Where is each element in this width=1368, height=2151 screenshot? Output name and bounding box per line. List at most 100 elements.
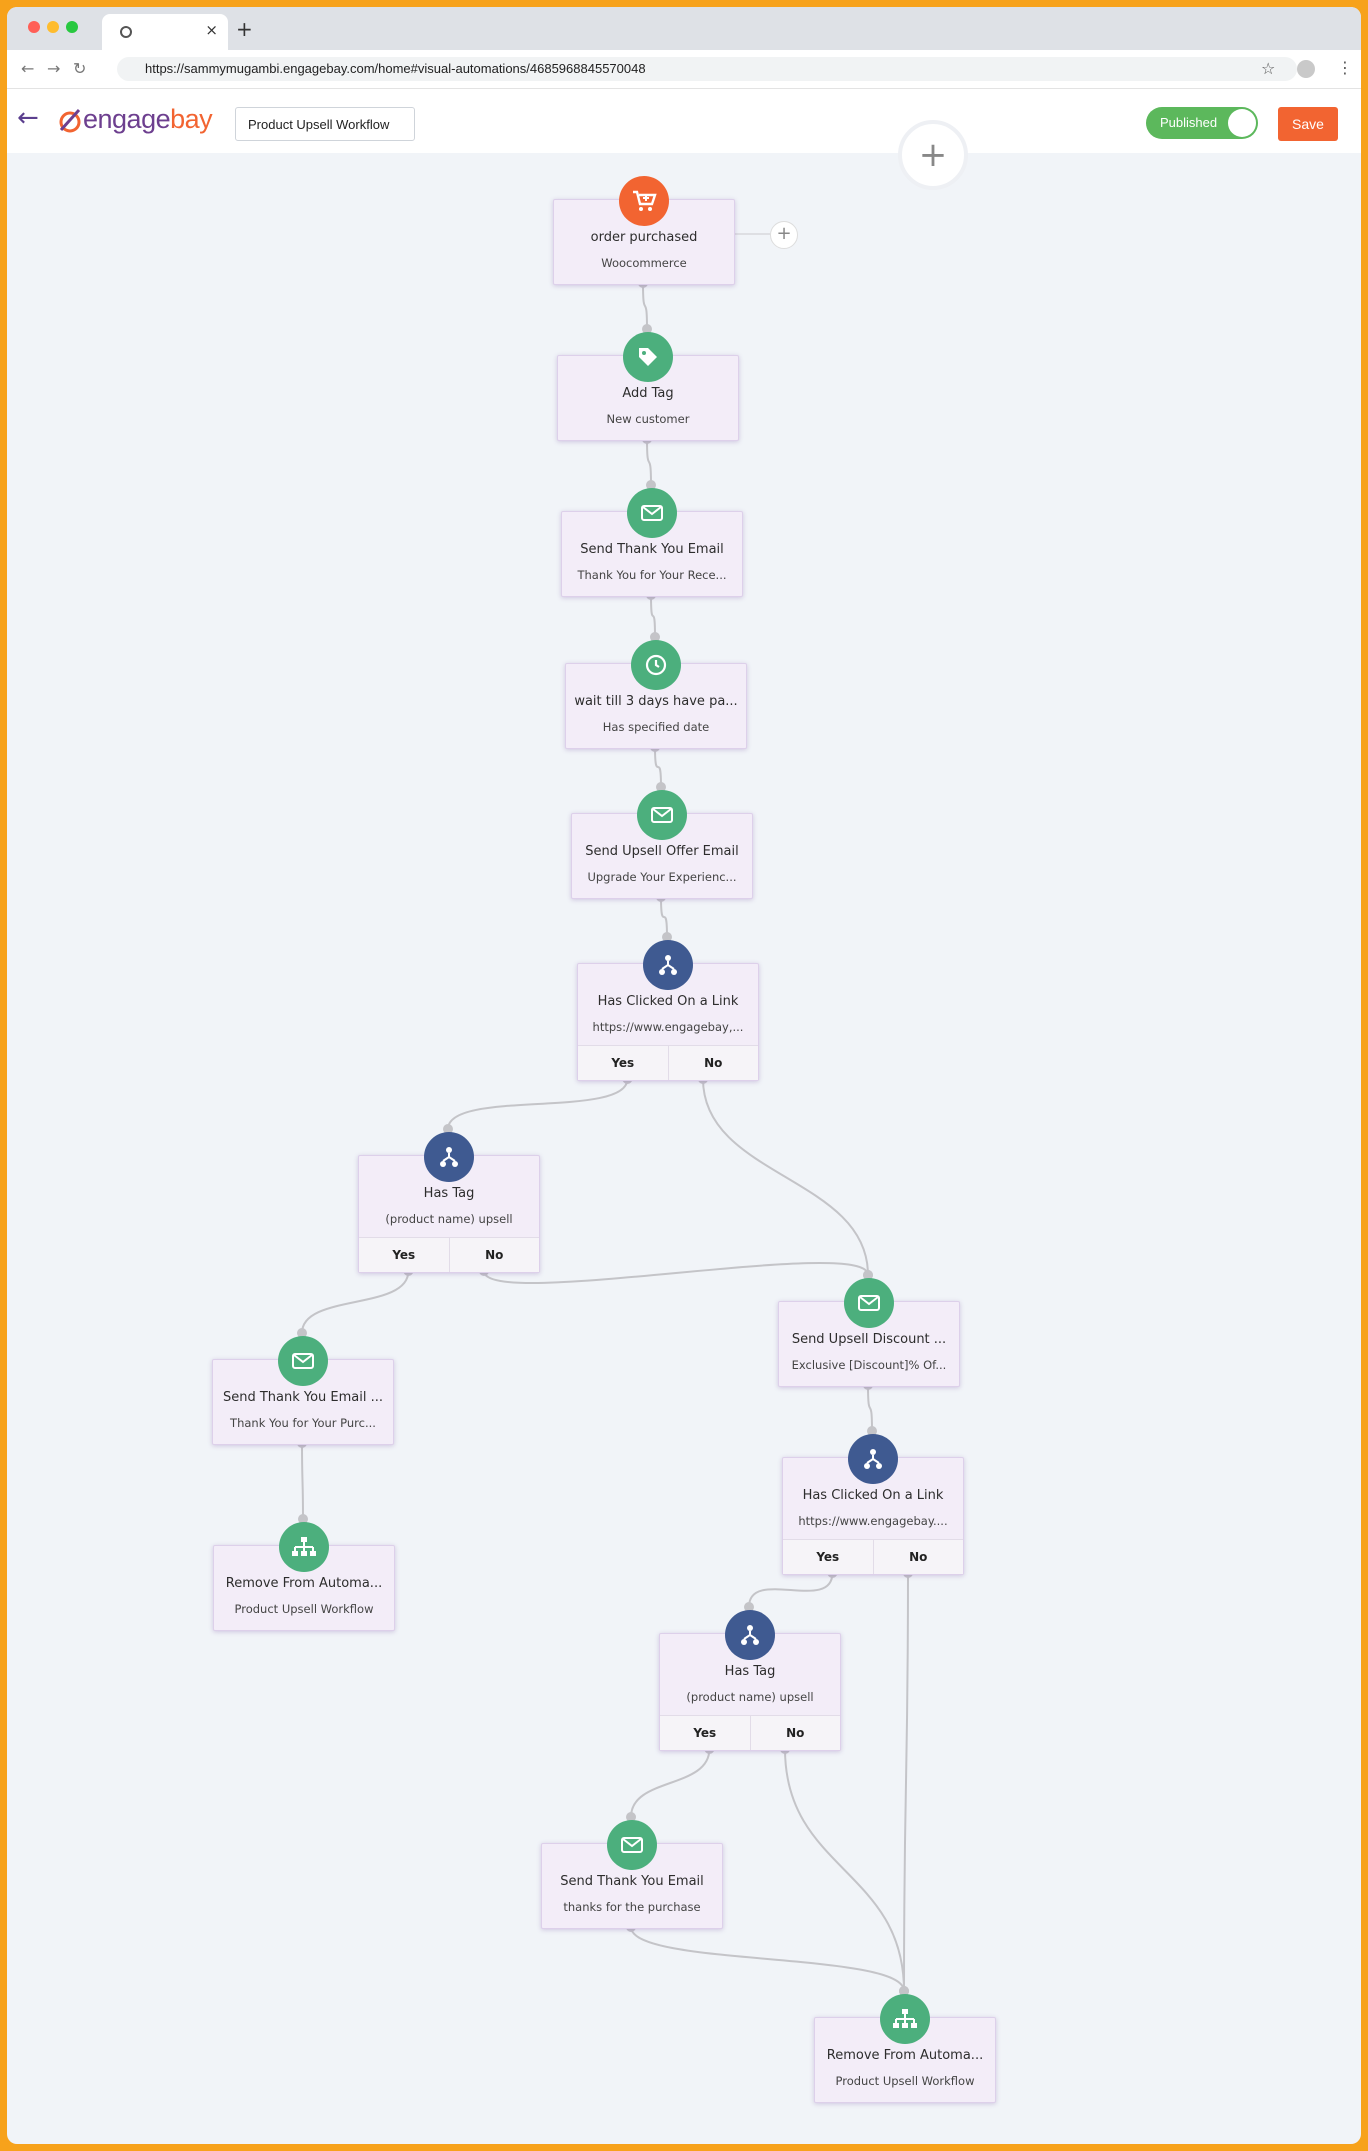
url-field[interactable]: https://sammymugambi.engagebay.com/home#… xyxy=(117,57,1297,81)
connector-line xyxy=(630,1926,905,1992)
node-title: Add Tag xyxy=(622,386,674,401)
mail-icon xyxy=(607,1820,657,1870)
close-window-dot[interactable] xyxy=(28,21,40,33)
logo-wordmark: engagebay xyxy=(83,104,213,134)
node-subtitle: Thank You for Your Rece... xyxy=(577,568,727,582)
node-title: order purchased xyxy=(590,230,698,245)
profile-avatar[interactable] xyxy=(1297,60,1315,78)
node-subtitle: https://www.engagebay,... xyxy=(592,1020,744,1034)
reload-icon[interactable]: ↻ xyxy=(73,59,87,78)
node-title: Send Upsell Discount ... xyxy=(791,1332,947,1347)
yes-branch[interactable]: Yes xyxy=(578,1046,669,1080)
branch-outputs: Yes No xyxy=(359,1237,539,1272)
back-nav-icon[interactable]: ← xyxy=(21,59,35,78)
connector-line xyxy=(650,594,656,638)
connector-line xyxy=(630,1748,711,1818)
yes-branch[interactable]: Yes xyxy=(660,1716,751,1750)
branch-icon xyxy=(848,1434,898,1484)
workflow-node-n11[interactable]: Has Clicked On a Link https://www.engageb… xyxy=(782,1434,964,1575)
clock-icon xyxy=(631,640,681,690)
node-title: Send Upsell Offer Email xyxy=(585,844,739,859)
new-tab-button[interactable]: + xyxy=(236,17,253,41)
node-subtitle: Product Upsell Workflow xyxy=(234,1602,374,1616)
no-branch[interactable]: No xyxy=(485,1248,504,1262)
maximize-window-dot[interactable] xyxy=(66,21,78,33)
browser-menu-icon[interactable]: ⋮ xyxy=(1337,58,1353,77)
branch-outputs: Yes No xyxy=(578,1045,758,1080)
node-subtitle: Exclusive [Discount]% Of... xyxy=(791,1358,947,1372)
node-title: Send Thank You Email xyxy=(560,1874,704,1889)
node-title: Has Clicked On a Link xyxy=(802,1488,944,1503)
logo-mark-icon xyxy=(59,108,81,133)
bookmark-star-icon[interactable]: ☆ xyxy=(1261,59,1276,78)
node-subtitle: Upgrade Your Experienc... xyxy=(587,870,737,884)
hierarchy-icon xyxy=(880,1994,930,2044)
workflow-name-input[interactable] xyxy=(235,107,415,141)
workflow-node-n14[interactable]: Remove From Automa... Product Upsell Work… xyxy=(814,1994,996,2103)
connector-line xyxy=(903,1572,909,1992)
node-subtitle: (product name) upsell xyxy=(686,1690,814,1704)
no-branch[interactable]: No xyxy=(909,1550,928,1564)
node-title: Has Tag xyxy=(724,1664,776,1679)
chrome-icon xyxy=(120,26,132,38)
published-toggle[interactable]: Published xyxy=(1146,107,1258,139)
workflow-node-n9[interactable]: Send Upsell Discount ... Exclusive [Disco… xyxy=(778,1278,960,1387)
hierarchy-icon xyxy=(279,1522,329,1572)
node-subtitle: Thank You for Your Purc... xyxy=(230,1416,376,1430)
connector-line xyxy=(748,1572,834,1608)
save-button[interactable]: Save xyxy=(1278,107,1338,141)
add-trigger-small-button[interactable]: + xyxy=(770,221,798,249)
connector-line xyxy=(784,1748,905,1992)
no-branch[interactable]: No xyxy=(786,1726,805,1740)
connector-line xyxy=(660,896,668,938)
yes-branch[interactable]: Yes xyxy=(783,1540,874,1574)
node-subtitle: Product Upsell Workflow xyxy=(835,2074,975,2088)
connector-line xyxy=(642,282,648,330)
engagebay-logo: engagebay xyxy=(57,104,213,134)
node-title: wait till 3 days have pa... xyxy=(574,694,738,709)
node-title: Has Clicked On a Link xyxy=(597,994,739,1009)
connector-line xyxy=(646,438,652,486)
branch-icon xyxy=(725,1610,775,1660)
address-bar-row: ← → ↻ https://sammymugambi.engagebay.com… xyxy=(7,50,1361,89)
browser-window: × + ← → ↻ https://sammymugambi.engagebay… xyxy=(7,7,1361,2144)
node-subtitle: https://www.engagebay.... xyxy=(798,1514,948,1528)
close-tab-icon[interactable]: × xyxy=(205,21,218,39)
connector-line xyxy=(702,1078,869,1276)
tag-icon xyxy=(623,332,673,382)
minimize-window-dot[interactable] xyxy=(47,21,59,33)
tab-strip: × + xyxy=(7,7,1361,50)
connector-line xyxy=(867,1384,873,1432)
no-branch[interactable]: No xyxy=(704,1056,723,1070)
workflow-node-n8[interactable]: Send Thank You Email ... Thank You for Yo… xyxy=(212,1336,394,1445)
forward-nav-icon[interactable]: → xyxy=(47,59,61,78)
workflow-node-n10[interactable]: Remove From Automa...Product Upsell Work… xyxy=(213,1522,395,1631)
node-subtitle: thanks for the purchase xyxy=(563,1900,701,1914)
add-trigger-button[interactable]: + xyxy=(898,120,968,190)
yes-branch[interactable]: Yes xyxy=(359,1238,450,1272)
mail-icon xyxy=(278,1336,328,1386)
cart-icon xyxy=(619,176,669,226)
back-arrow-icon[interactable]: ← xyxy=(17,103,39,133)
branch-icon xyxy=(643,940,693,990)
node-title: Has Tag xyxy=(423,1186,475,1201)
workflow-node-n4[interactable]: wait till 3 days have pa...Has specified… xyxy=(565,640,747,749)
branch-outputs: Yes No xyxy=(783,1539,963,1574)
workflow-node-n13[interactable]: Send Thank You Email thanks for the purch… xyxy=(541,1820,723,1929)
connector-line xyxy=(654,746,662,788)
connector-line xyxy=(301,1442,304,1520)
branch-outputs: Yes No xyxy=(660,1715,840,1750)
app-header: ← engagebay Published Save xyxy=(7,89,1361,153)
node-title: Send Thank You Email ... xyxy=(222,1390,384,1405)
node-subtitle: New customer xyxy=(606,412,690,426)
browser-tab[interactable]: × xyxy=(102,14,228,50)
node-subtitle: (product name) upsell xyxy=(385,1212,513,1226)
workflow-node-n6[interactable]: Has Clicked On a Link https://www.engageb… xyxy=(577,940,759,1081)
node-title: Remove From Automa... xyxy=(826,2048,984,2063)
